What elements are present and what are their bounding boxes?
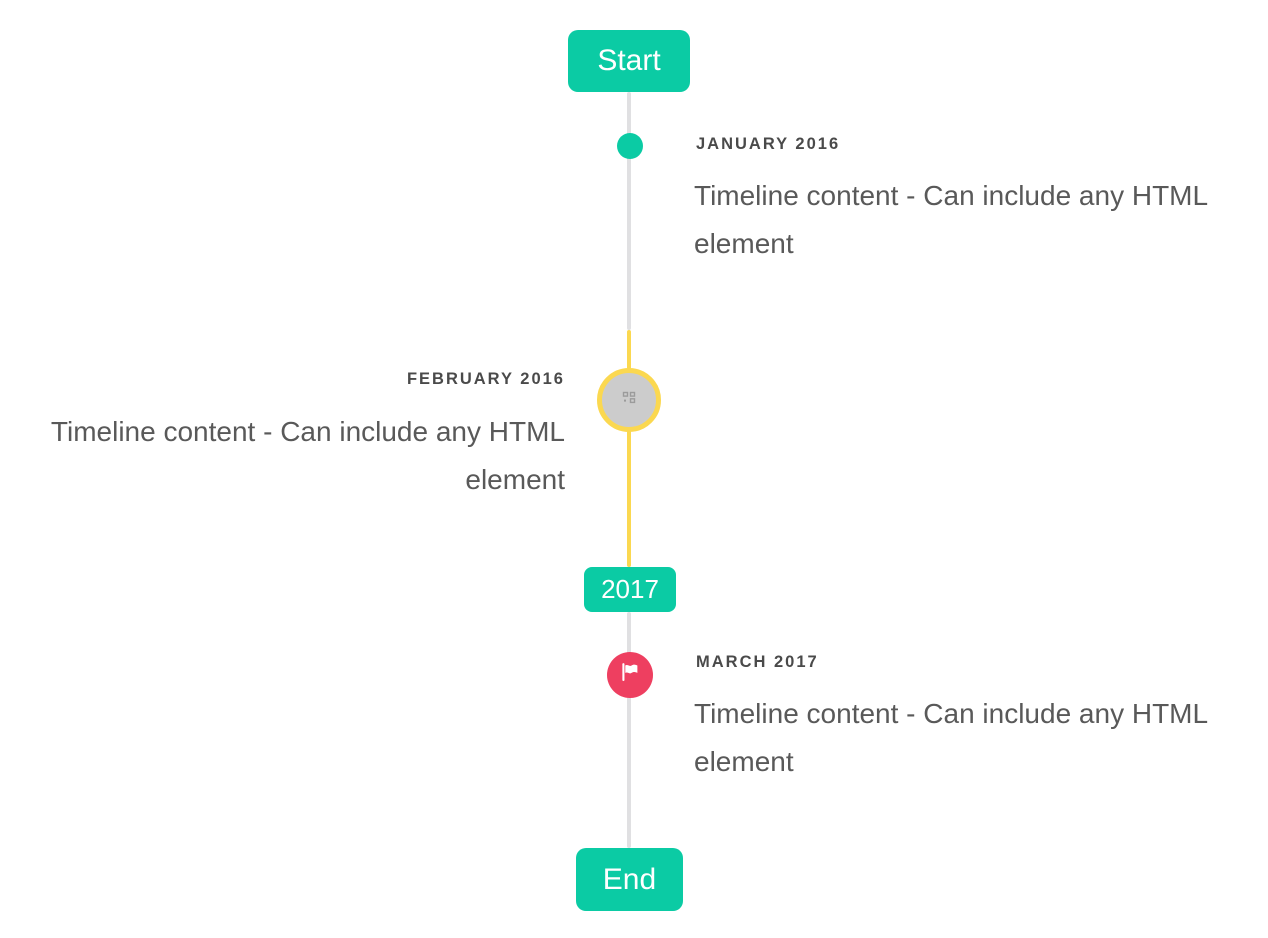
item-label-february: FEBRUARY 2016 — [406, 370, 565, 388]
flag-icon — [618, 660, 643, 690]
item-label-january: JANUARY 2016 — [696, 135, 841, 153]
item-content-march: Timeline content - Can include any HTML … — [694, 698, 1208, 777]
year-badge-label: 2017 — [601, 574, 659, 604]
start-button[interactable]: Start — [568, 30, 690, 92]
broken-image-icon — [621, 390, 637, 410]
dot-marker — [617, 133, 643, 159]
year-badge-2017[interactable]: 2017 — [584, 567, 676, 612]
timeline-line-segment-gray-bottom — [627, 612, 631, 848]
item-content-february: Timeline content - Can include any HTML … — [50, 416, 565, 495]
timeline-line-segment-gray-top — [627, 92, 631, 330]
end-button-label: End — [602, 862, 657, 896]
item-content-january: Timeline content - Can include any HTML … — [694, 180, 1208, 259]
timeline-line-segment-yellow — [627, 330, 631, 567]
start-button-label: Start — [597, 44, 661, 77]
flag-marker — [607, 652, 653, 698]
end-button[interactable]: End — [576, 848, 683, 911]
broken-image-circle-marker — [597, 368, 661, 432]
item-label-march: MARCH 2017 — [696, 653, 819, 671]
